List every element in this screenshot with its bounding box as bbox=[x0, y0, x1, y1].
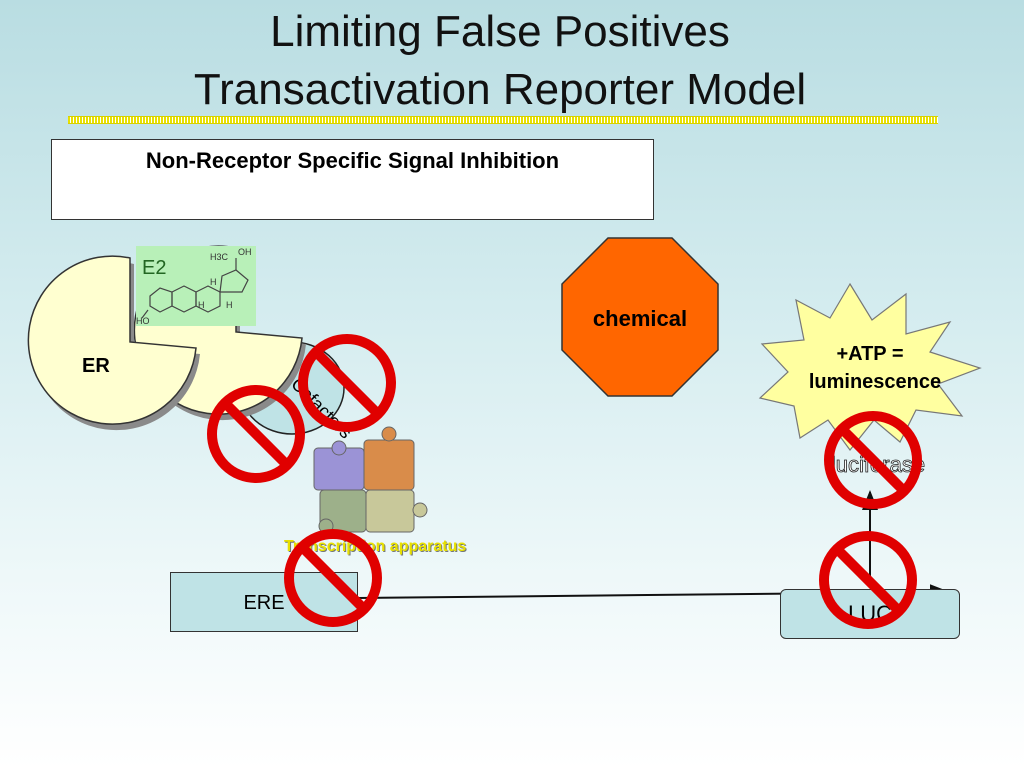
chemical-label: chemical bbox=[593, 306, 687, 331]
molecule-h-2: H bbox=[198, 300, 205, 310]
molecule-ho: HO bbox=[136, 316, 150, 326]
stop-sign-icon: chemical bbox=[561, 237, 719, 397]
luc-label: LUC bbox=[847, 601, 892, 626]
title-line-2: Transactivation Reporter Model bbox=[193, 65, 807, 114]
ere-label: ERE bbox=[243, 592, 285, 614]
molecule-oh: OH bbox=[238, 247, 252, 257]
title-line-1: Limiting False Positives bbox=[270, 7, 730, 56]
molecule-h3c: H3C bbox=[210, 252, 229, 262]
transcription-label: Transcription apparatus bbox=[284, 538, 466, 555]
note-text: Non-Receptor Specific Signal Inhibition bbox=[145, 148, 560, 173]
title-underline bbox=[68, 116, 938, 124]
molecule-h-3: H bbox=[226, 300, 233, 310]
er-label: ER bbox=[82, 355, 110, 377]
e2-molecule-panel: E2 OH H3C H H H HO bbox=[136, 246, 256, 326]
molecule-h-1: H bbox=[210, 277, 217, 287]
ere-box: ERE bbox=[170, 572, 358, 632]
er-pie-left: ER bbox=[27, 255, 200, 431]
luciferase-label: luciferase bbox=[831, 452, 925, 477]
luc-box: LUC bbox=[780, 589, 960, 639]
note-box: Non-Receptor Specific Signal Inhibition bbox=[51, 139, 654, 220]
atp-line-2: luminescence bbox=[809, 371, 941, 393]
atp-line-1: +ATP = bbox=[836, 343, 903, 365]
starburst-icon: +ATP = luminescence bbox=[758, 282, 982, 451]
puzzle-icon bbox=[313, 426, 428, 534]
e2-label: E2 bbox=[142, 257, 166, 279]
